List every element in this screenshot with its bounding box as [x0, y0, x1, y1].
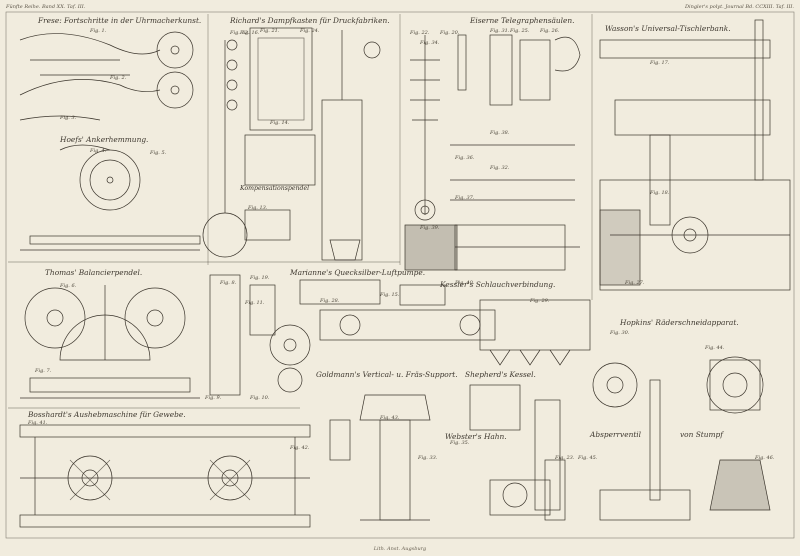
section-title-frese: Frese: Fortschritte in der Uhrmacherkuns… [38, 16, 202, 25]
figure-label-f25: Fig. 25. [510, 28, 530, 34]
figure-label-f35: Fig. 35. [450, 440, 470, 446]
figure-label-f16: Fig. 16. [240, 30, 260, 36]
figure-label-f23: Fig. 23. [555, 455, 575, 461]
figure-label-f24: Fig. 24. [300, 28, 320, 34]
section-title-bosshardt: Bosshardt's Aushebmaschine für Gewebe. [28, 410, 186, 419]
figure-label-f27: Fig. 27. [625, 280, 645, 286]
figure-label-f41: Fig. 41. [28, 420, 48, 426]
figure-label-f38: Fig. 38. [490, 130, 510, 136]
figure-label-f33: Fig. 33. [418, 455, 438, 461]
figure-label-f46: Fig. 46. [755, 455, 775, 461]
figure-label-f1: Fig. 1. [90, 28, 107, 34]
section-title-hopkins: Hopkins' Räderschneidapparat. [620, 318, 739, 327]
section-title-hoefs: Hoefs' Ankerhemmung. [60, 135, 149, 144]
figure-label-f9: Fig. 9. [205, 395, 222, 401]
figure-label-f8: Fig. 8. [220, 280, 237, 286]
section-title-wasson: Wasson's Universal-Tischlerbank. [605, 24, 731, 33]
figure-label-f32: Fig. 32. [490, 165, 510, 171]
figure-label-f44: Fig. 44. [705, 345, 725, 351]
figure-label-f40: Fig. 40. [455, 280, 475, 286]
figure-label-f2: Fig. 2. [110, 75, 127, 81]
section-title-mariannes: Marianne's Quecksilber-Luftpumpe. [290, 268, 426, 277]
section-title-kessler: Kessler's Schlauchverbindung. [440, 280, 556, 289]
figure-label-f19: Fig. 19. [250, 275, 270, 281]
figure-label-f12: Fig. 12. [230, 30, 250, 36]
section-title-webster: Webster's Hahn. [445, 432, 507, 441]
section-title-shepherd: Shepherd's Kessel. [465, 370, 536, 379]
figure-label-f18: Fig. 18. [650, 190, 670, 196]
section-title-goldmann: Goldmann's Vertical- u. Fräs-Support. [316, 370, 458, 379]
figure-label-f39: Fig. 39. [420, 225, 440, 231]
header-left: Fünfte Reihe. Band XX. Taf. III. [6, 4, 86, 10]
figure-label-f31: Fig. 31. [490, 28, 510, 34]
section-title-stumpf: von Stumpf [680, 430, 724, 439]
figure-label-f14: Fig. 14. [270, 120, 290, 126]
section-title-thomas: Thomas' Balancierpendel. [45, 268, 143, 277]
figure-label-f20: Fig. 20. [440, 30, 460, 36]
figure-label-f3: Fig. 3. [60, 115, 77, 121]
figure-label-f45: Fig. 45. [578, 455, 598, 461]
figure-label-f26: Fig. 26. [540, 28, 560, 34]
figure-label-f28: Fig. 28. [320, 298, 340, 304]
section-title-richard: Richard's Dampfkasten für Druckfabriken. [230, 16, 390, 25]
figure-label-f17: Fig. 17. [650, 60, 670, 66]
section-title-telegraph: Eiserne Telegraphensäulen. [470, 16, 575, 25]
figure-label-f43: Fig. 43. [380, 415, 400, 421]
figure-label-f6: Fig. 6. [60, 283, 77, 289]
figure-label-f5: Fig. 5. [150, 150, 167, 156]
footer-imprint: Lith. Anst. Augsburg [373, 546, 427, 552]
figure-label-f13: Fig. 13. [248, 205, 268, 211]
figure-label-f11: Fig. 11. [245, 300, 265, 306]
section-title-absperrventil: Absperrventil [590, 430, 642, 439]
header-right: Dingler's polyt. Journal Bd. CCXIII. Taf… [684, 4, 794, 10]
figure-label-f30: Fig. 30. [610, 330, 630, 336]
figure-label-f29: Fig. 29. [530, 298, 550, 304]
figure-label-f22: Fig. 22. [410, 30, 430, 36]
figure-label-f4: Fig. 4. [90, 148, 107, 154]
figure-label-f34: Fig. 34. [420, 40, 440, 46]
figure-label-f15: Fig. 15. [380, 292, 400, 298]
figure-label-f36: Fig. 36. [455, 155, 475, 161]
figure-label-f42: Fig. 42. [290, 445, 310, 451]
section-title-kompensationspendel: Kompensationspendel [240, 185, 310, 192]
figure-label-f10: Fig. 10. [250, 395, 270, 401]
figure-label-f21: Fig. 21. [260, 28, 280, 34]
figure-label-f7: Fig. 7. [35, 368, 52, 374]
figure-label-f37: Fig. 37. [455, 195, 475, 201]
